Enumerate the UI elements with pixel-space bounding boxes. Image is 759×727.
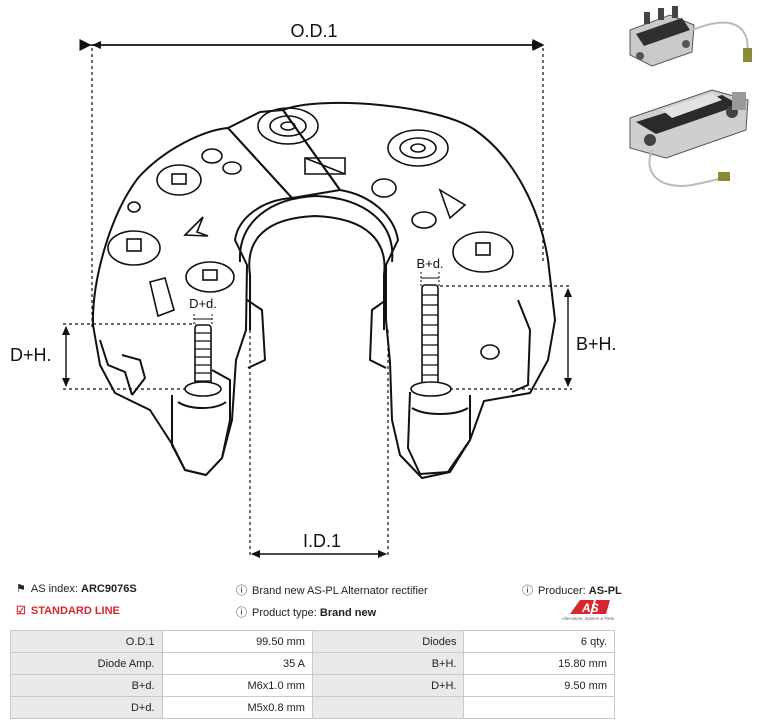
bh-dimension-label: B+H.: [576, 334, 617, 354]
producer-value: AS-PL: [588, 585, 622, 597]
rectifier-body: [91, 101, 556, 479]
as-index-value: ARC9076S: [81, 583, 137, 595]
d-terminal-screw: [184, 324, 222, 397]
as-pl-logo: AS Alternators, Starters & Parts: [562, 598, 618, 622]
tags-icon: ⚑: [16, 583, 26, 595]
info-circle-icon: ⓘ: [236, 585, 247, 597]
od-dimension-label: O.D.1: [290, 21, 337, 41]
as-index-info: ⚑AS index: ARC9076S: [16, 583, 137, 595]
check-square-icon: ☑: [16, 605, 26, 617]
table-row: Diode Amp. 35 A B+H. 15.80 mm: [10, 652, 615, 675]
table-row: D+d. M5x0.8 mm: [10, 696, 615, 719]
product-photo-top: [629, 6, 752, 67]
dh-dimension-label: D+H.: [10, 345, 52, 365]
standard-line-badge: ☑STANDARD LINE: [16, 605, 120, 617]
product-photos: [629, 6, 752, 187]
info-circle-icon: ⓘ: [522, 585, 533, 597]
table-row: B+d. M6x1.0 mm D+H. 9.50 mm: [10, 674, 615, 697]
b-terminal-screw: [410, 284, 452, 397]
info-circle-icon: ⓘ: [236, 607, 247, 619]
svg-text:Alternators, Starters & Parts: Alternators, Starters & Parts: [562, 616, 614, 621]
id-dimension-label: I.D.1: [303, 531, 341, 551]
description-text: Brand new AS-PL Alternator rectifier: [252, 585, 428, 597]
product-type-value: Brand new: [319, 607, 377, 619]
rectifier-technical-drawing: O.D.1: [10, 21, 617, 558]
specifications-table: O.D.1 99.50 mm Diodes 6 qty. Diode Amp. …: [10, 630, 615, 719]
bd-dimension-label: B+d.: [416, 256, 443, 271]
product-photo-bottom: [629, 89, 749, 187]
description-info: ⓘ Brand new AS-PL Alternator rectifier: [236, 582, 428, 598]
table-row: O.D.1 99.50 mm Diodes 6 qty.: [10, 630, 615, 653]
dd-dimension-label: D+d.: [189, 296, 217, 311]
svg-text:AS: AS: [581, 601, 599, 615]
